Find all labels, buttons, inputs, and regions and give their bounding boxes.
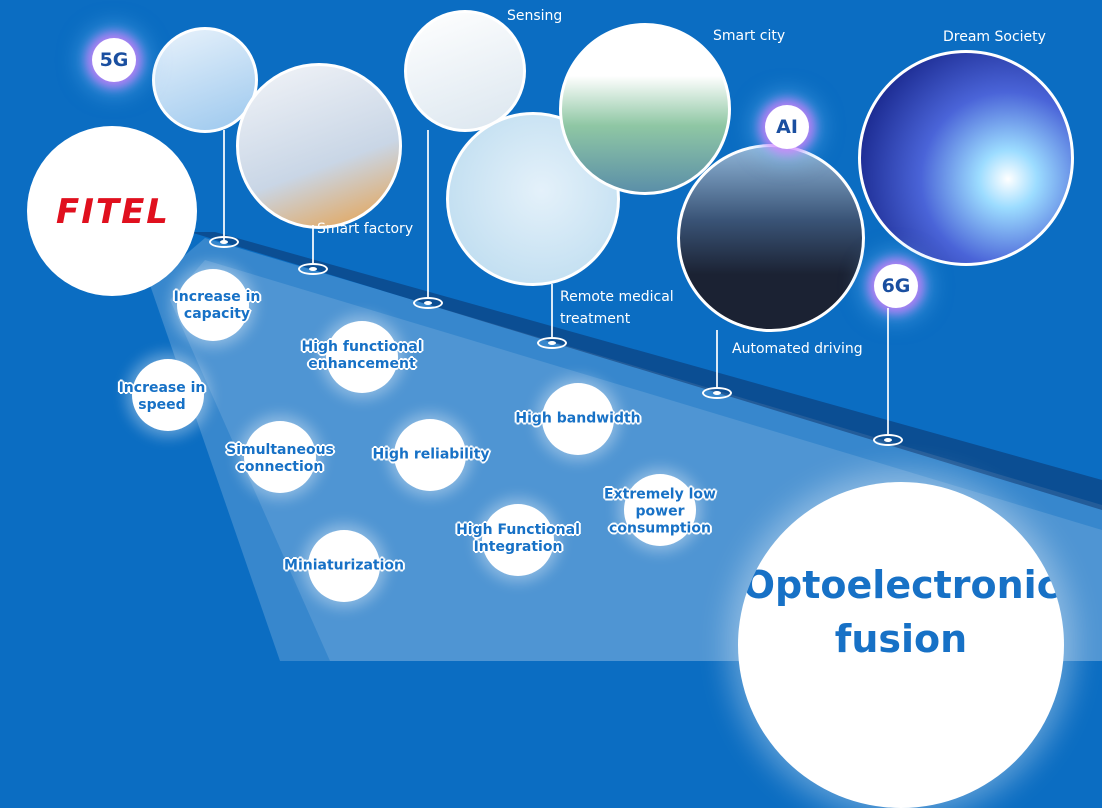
5g-badge: 5G xyxy=(92,38,136,82)
smart-city-image xyxy=(559,23,731,195)
label-sensing: Sensing xyxy=(507,8,563,24)
drone-scene-image xyxy=(152,27,258,133)
label-remote-medical: Remote medical xyxy=(560,289,674,305)
feature-miniaturization: Miniaturization xyxy=(284,557,404,574)
pin-marker xyxy=(298,263,328,275)
dream-society-image xyxy=(858,50,1074,266)
feature-high-bandwidth: High bandwidth xyxy=(515,410,641,427)
pin-line xyxy=(223,130,225,240)
label-automated-driving: Automated driving xyxy=(732,341,863,357)
automated-driving-image xyxy=(677,144,865,332)
feature-bubble xyxy=(326,321,398,393)
label-smart-city: Smart city xyxy=(713,28,786,44)
fitel-logo-circle: FITEL xyxy=(27,126,197,296)
label-smart-factory: Smart factory xyxy=(317,221,414,237)
feature-bubble xyxy=(244,421,316,493)
pin-marker xyxy=(873,434,903,446)
feature-high-reliability: High reliability xyxy=(372,446,490,463)
sensing-image xyxy=(404,10,526,132)
feature-bubble xyxy=(177,269,249,341)
feature-bubble xyxy=(394,419,466,491)
feature-bubble xyxy=(624,474,696,546)
smart-factory-image xyxy=(236,63,402,229)
pin-marker xyxy=(537,337,567,349)
pin-line xyxy=(427,130,429,298)
pin-line xyxy=(716,330,718,388)
feature-bubble xyxy=(132,359,204,431)
label-remote-medical-2: treatment xyxy=(560,311,631,327)
feature-bubble xyxy=(482,504,554,576)
ai-badge: AI xyxy=(765,105,809,149)
pin-marker xyxy=(413,297,443,309)
fitel-logo: FITEL xyxy=(56,192,170,232)
label-dream-society: Dream Society xyxy=(943,29,1046,45)
feature-bubble xyxy=(542,383,614,455)
pin-marker xyxy=(702,387,732,399)
feature-bubble xyxy=(308,530,380,602)
pin-line xyxy=(887,308,889,435)
pin-line xyxy=(312,225,314,265)
pin-marker xyxy=(209,236,239,248)
pin-line xyxy=(551,284,553,338)
6g-badge: 6G xyxy=(874,264,918,308)
